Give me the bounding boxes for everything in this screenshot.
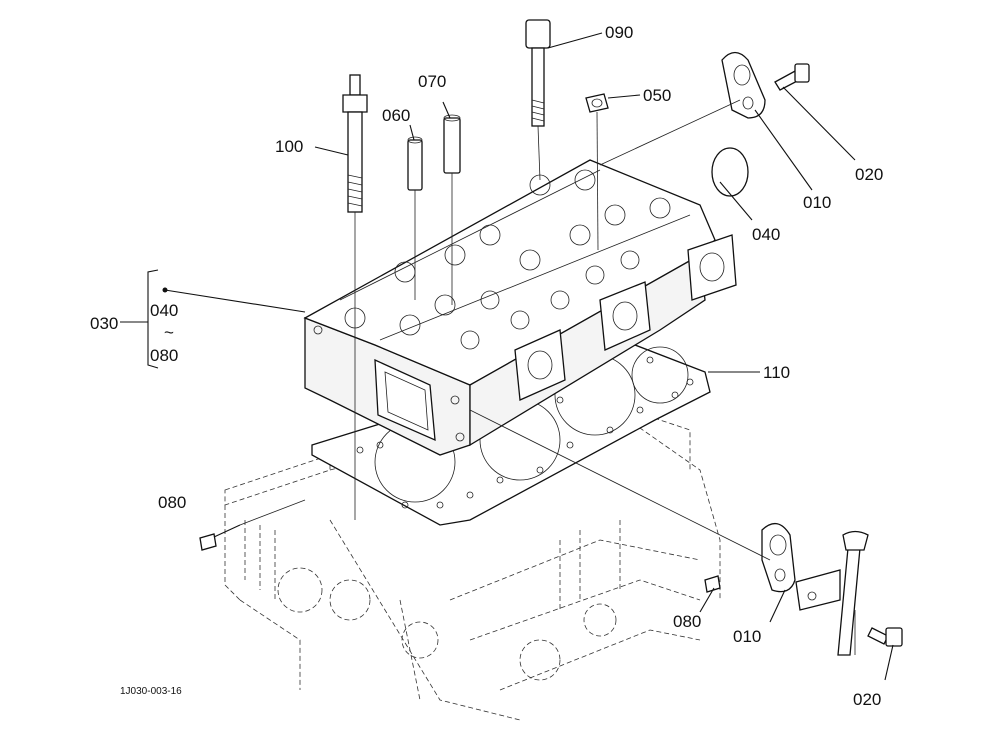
- callout-040-top: 040: [752, 225, 780, 244]
- plug-080-right: [704, 575, 721, 593]
- callout-110: 110: [763, 363, 790, 382]
- callout-100: 100: [275, 137, 303, 156]
- nut-050: [585, 93, 609, 113]
- engine-hanger-top: [721, 51, 766, 119]
- plug-080-left: [199, 533, 217, 551]
- bolt-020-top: [774, 63, 810, 91]
- engine-hanger-bottom: [761, 523, 796, 593]
- bolt-020-bottom: [867, 627, 903, 647]
- cylinder-head: [303, 159, 737, 456]
- callout-070: 070: [418, 72, 446, 91]
- dipstick-guide-bracket: [795, 530, 869, 656]
- head-bolt-090: [525, 19, 551, 127]
- plug-040: [711, 147, 749, 197]
- callout-labels: 100 060 070 090 050 020 010 040 110 030 …: [90, 23, 883, 709]
- sleeve-060: [407, 136, 423, 191]
- callout-060: 060: [382, 106, 410, 125]
- leader-lines: [120, 32, 894, 681]
- sleeve-070: [443, 114, 461, 174]
- callout-010-bottom: 010: [733, 627, 761, 646]
- valve-pockets: [344, 169, 671, 350]
- callout-tilde: ~: [164, 323, 174, 342]
- callout-090: 090: [605, 23, 633, 42]
- callout-080-right: 080: [673, 612, 701, 631]
- callout-080-group: 080: [150, 346, 178, 365]
- callout-020-top: 020: [855, 165, 883, 184]
- callout-050: 050: [643, 86, 671, 105]
- figure-code: 1J030-003-16: [120, 686, 182, 697]
- callout-040-group: 040: [150, 301, 178, 320]
- stud-bolt-100: [342, 74, 368, 213]
- callout-010-top: 010: [803, 193, 831, 212]
- callout-080-left: 080: [158, 493, 186, 512]
- callout-030: 030: [90, 314, 118, 333]
- callout-020-bottom: 020: [853, 690, 881, 709]
